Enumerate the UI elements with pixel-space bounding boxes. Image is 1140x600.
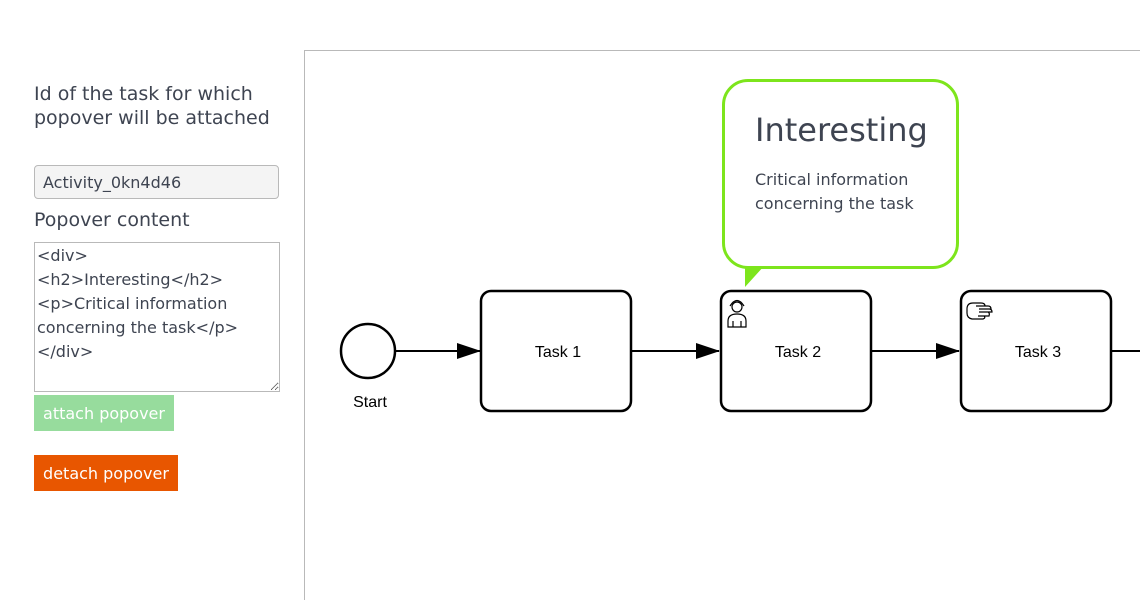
start-event-label: Start [353, 394, 387, 411]
bpmn-canvas[interactable]: Start Task 1 Task 2 [304, 50, 1140, 600]
attach-popover-button[interactable]: attach popover [34, 395, 174, 431]
task-3-label: Task 3 [1015, 344, 1061, 361]
task-3[interactable]: Task 3 [959, 289, 1113, 413]
popover-text: Critical information concerning the task [755, 170, 914, 213]
popover-content-label: Popover content [34, 209, 190, 231]
task-id-label: Id of the task for which popover will be… [34, 83, 270, 129]
start-event[interactable] [339, 322, 397, 380]
task-id-input[interactable] [34, 165, 279, 199]
manual-hand-icon [966, 302, 993, 320]
popover-arrow [745, 266, 764, 287]
bpmn-diagram: Start Task 1 Task 2 [339, 289, 1140, 413]
task-2-label: Task 2 [775, 344, 821, 361]
popover-title: Interesting [755, 111, 928, 149]
task-popover: Interesting Critical information concern… [722, 79, 959, 269]
task-1-label: Task 1 [535, 344, 581, 361]
form-panel: Id of the task for which popover will be… [34, 82, 284, 130]
detach-popover-button[interactable]: detach popover [34, 455, 178, 491]
task-2[interactable]: Task 2 [719, 289, 873, 413]
popover-content-textarea[interactable]: <div> <h2>Interesting</h2> <p>Critical i… [34, 242, 280, 392]
user-icon [727, 299, 747, 328]
task-1[interactable]: Task 1 [479, 289, 633, 413]
